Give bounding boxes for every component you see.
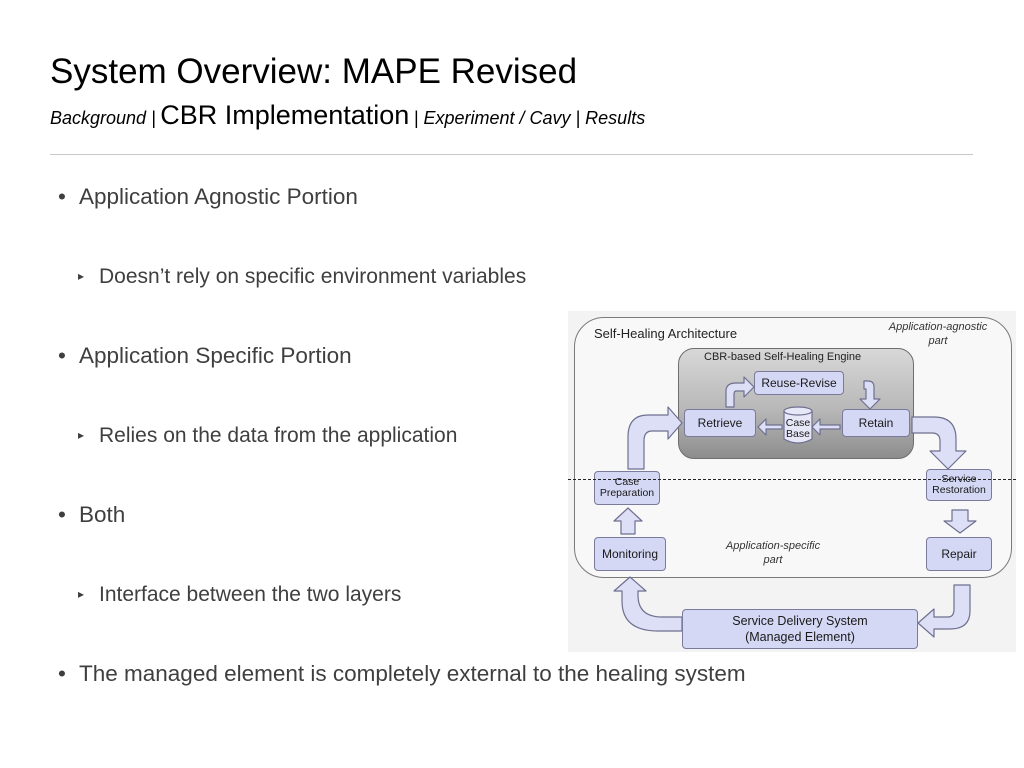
case-base-label: Case Base xyxy=(785,417,811,440)
nav-current-section: CBR Implementation xyxy=(160,100,410,130)
engine-title: CBR-based Self-Healing Engine xyxy=(704,351,862,363)
bullet-item: •Both xyxy=(58,502,126,527)
bullet-item: •The managed element is completely exter… xyxy=(58,661,746,686)
nav-background: Background | xyxy=(50,108,156,128)
arrow-reuse-to-retain xyxy=(859,380,881,410)
arrow-delivery-to-monitoring xyxy=(613,576,683,632)
arrow-retrieve-to-reuse xyxy=(725,376,755,408)
nav-remaining-sections: | Experiment / Cavy | Results xyxy=(413,108,646,128)
bullet-item: •Application Specific Portion xyxy=(58,343,352,368)
bullet-dot-icon: • xyxy=(58,343,66,368)
retain-box: Retain xyxy=(842,409,910,437)
arrow-retain-to-restoration xyxy=(911,416,967,470)
triangle-bullet-icon: ▸ xyxy=(78,428,85,442)
agnostic-part-label: Application-agnostic part xyxy=(888,321,988,347)
flow-arrows xyxy=(613,376,977,638)
title-divider xyxy=(50,154,973,155)
arrow-repair-to-delivery xyxy=(917,584,971,638)
service-delivery-box: Service Delivery System (Managed Element… xyxy=(682,609,918,649)
arrow-caseprep-to-retrieve xyxy=(627,406,683,470)
bullet-dot-icon: • xyxy=(58,661,66,686)
bullet-dot-icon: • xyxy=(58,184,66,209)
arrow-monitoring-to-caseprep xyxy=(613,507,643,535)
case-preparation-box: Case Preparation xyxy=(594,471,660,505)
bullet-dot-icon: • xyxy=(58,502,66,527)
sub-bullet-item: ▸Relies on the data from the application xyxy=(78,424,458,447)
sub-bullet-item: ▸Doesn’t rely on specific environment va… xyxy=(78,265,527,288)
slide-title: System Overview: MAPE Revised xyxy=(50,52,578,91)
service-restoration-box: Service Restoration xyxy=(926,469,992,501)
arrow-casebase-to-retrieve xyxy=(757,418,783,436)
bullet-item: •Application Agnostic Portion xyxy=(58,184,358,209)
triangle-bullet-icon: ▸ xyxy=(78,587,85,601)
arrow-retain-to-casebase xyxy=(811,418,841,436)
retrieve-box: Retrieve xyxy=(684,409,756,437)
repair-box: Repair xyxy=(926,537,992,571)
layer-divider xyxy=(568,479,1016,480)
arrow-restoration-to-repair xyxy=(943,509,977,534)
self-healing-architecture-diagram: Self-Healing Architecture Application-ag… xyxy=(568,311,1016,652)
section-nav: Background | CBR Implementation | Experi… xyxy=(50,98,645,137)
reuse-revise-box: Reuse-Revise xyxy=(754,371,844,395)
sub-bullet-item: ▸Interface between the two layers xyxy=(78,583,402,606)
diagram-title: Self-Healing Architecture xyxy=(594,326,738,341)
specific-part-label: Application-specific part xyxy=(725,540,821,566)
database-icon xyxy=(783,406,813,444)
monitoring-box: Monitoring xyxy=(594,537,666,571)
triangle-bullet-icon: ▸ xyxy=(78,269,85,283)
